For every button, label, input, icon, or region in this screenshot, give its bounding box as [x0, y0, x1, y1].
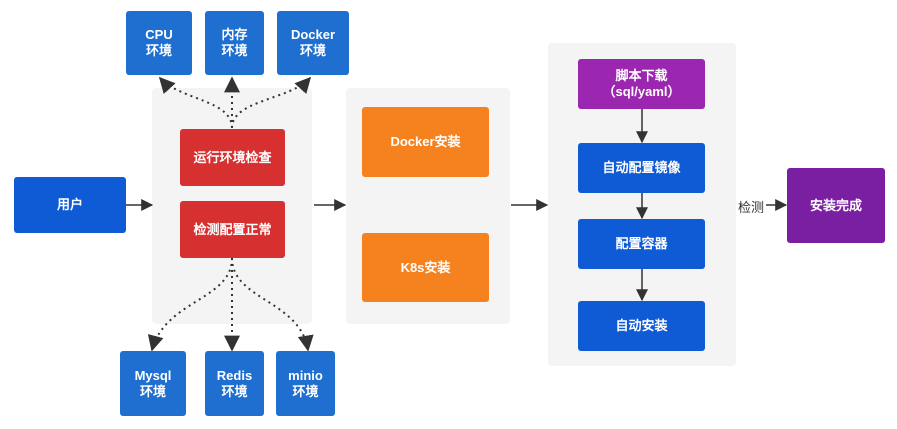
install-done-label: 安装完成	[809, 197, 862, 213]
config-container-label: 配置容器	[615, 236, 668, 251]
script-download-line1: 脚本下载	[615, 68, 668, 83]
cpu-env-node: CPU 环境	[126, 11, 192, 75]
user-node: 用户	[14, 177, 126, 233]
auto-install-node: 自动安装	[578, 301, 705, 351]
edge-runtime-to-docker	[231, 76, 312, 129]
config-check-node: 检测配置正常	[180, 201, 285, 258]
memory-env-line2: 环境	[221, 43, 248, 58]
cpu-env-line2: 环境	[145, 43, 172, 58]
memory-env-line1: 内存	[221, 27, 248, 42]
docker-env-node: Docker 环境	[277, 11, 349, 75]
redis-env-line2: 环境	[221, 383, 248, 399]
docker-install-node: Docker安装	[362, 107, 489, 177]
config-container-node: 配置容器	[578, 219, 705, 269]
mysql-env-node: Mysql 环境	[120, 351, 186, 416]
auto-install-label: 自动安装	[615, 318, 668, 333]
mysql-env-line2: 环境	[139, 383, 166, 399]
redis-env-node: Redis 环境	[205, 351, 264, 416]
script-download-node: 脚本下载 （sql/yaml）	[578, 59, 705, 109]
script-download-line2: （sql/yaml）	[602, 84, 681, 99]
docker-env-line1: Docker	[290, 27, 336, 42]
user-label: 用户	[56, 197, 83, 212]
minio-env-node: minio 环境	[276, 351, 335, 416]
k8s-install-node: K8s安装	[362, 233, 489, 302]
minio-env-line2: 环境	[292, 383, 319, 399]
minio-env-line1: minio	[288, 367, 323, 383]
detect-edge-label: 检测	[736, 197, 767, 216]
auto-config-image-label: 自动配置镜像	[602, 160, 681, 175]
edge-config-to-minio	[231, 257, 314, 352]
docker-env-line2: 环境	[299, 43, 326, 58]
config-check-label: 检测配置正常	[193, 221, 272, 237]
edge-runtime-to-cpu	[158, 76, 233, 129]
memory-env-node: 内存 环境	[205, 11, 264, 75]
runtime-check-label: 运行环境检查	[193, 149, 272, 165]
install-done-node: 安装完成	[787, 168, 885, 243]
cpu-env-line1: CPU	[145, 27, 173, 42]
k8s-install-label: K8s安装	[400, 259, 451, 275]
edge-config-to-mysql	[147, 257, 233, 352]
mysql-env-line1: Mysql	[134, 367, 172, 383]
runtime-check-node: 运行环境检查	[180, 129, 285, 186]
docker-install-label: Docker安装	[390, 134, 461, 149]
redis-env-line1: Redis	[216, 367, 253, 383]
auto-config-image-node: 自动配置镜像	[578, 143, 705, 193]
